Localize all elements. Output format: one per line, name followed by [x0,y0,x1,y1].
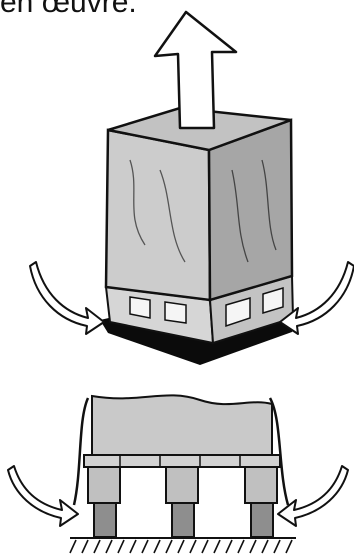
top-figure-group [30,12,354,365]
bottom-figure-group [8,395,348,553]
pallet-block-right [245,467,277,503]
curved-arrow-left-icon [30,262,104,334]
pallet-block-middle [166,467,198,503]
support-leg-right [251,503,273,537]
curved-arrow-bottom-right-icon [278,466,348,526]
lift-arrow-up-icon [155,12,236,128]
wrapped-load-front [106,130,210,300]
curved-arrow-bottom-left-icon [8,466,78,526]
wrapped-load-side [209,120,292,300]
film-edge-left [74,398,88,505]
pallet-block-left [88,467,120,503]
load-body [92,395,272,456]
support-leg-left [94,503,116,537]
ground-hatch [70,540,292,553]
pallet-top-deck [84,455,280,467]
support-leg-middle [172,503,194,537]
